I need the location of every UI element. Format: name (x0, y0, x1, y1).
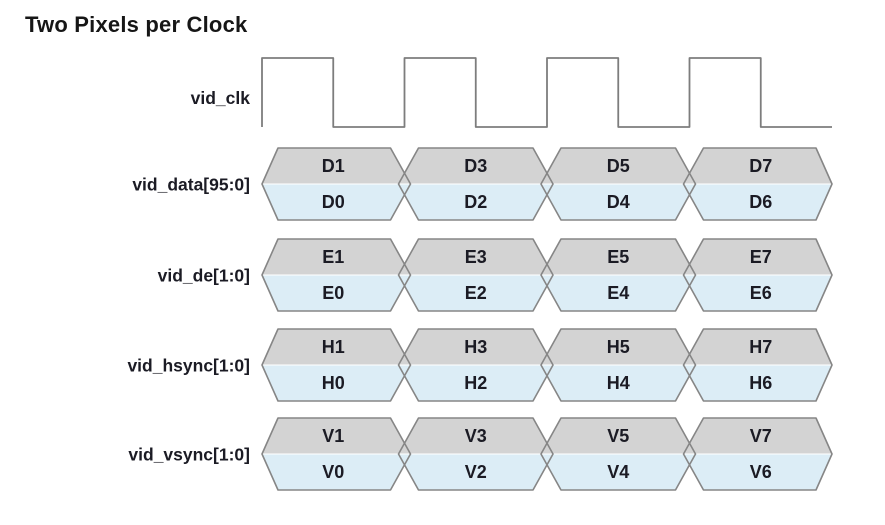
bus-cell-outline (540, 417, 697, 491)
bus-value-top: D7 (749, 156, 772, 176)
bus-cell-outline (261, 147, 412, 221)
bus-value-bottom: E6 (750, 283, 772, 303)
bus-cell-outline (682, 328, 833, 402)
bus-value-bottom: D6 (749, 192, 772, 212)
bus-value-bottom: E4 (607, 283, 629, 303)
bus-cell-outline (261, 417, 412, 491)
bus-cell-top-lane (398, 329, 553, 365)
bus-cell-top-lane (541, 239, 696, 275)
clock-waveform (261, 57, 832, 128)
bus-cell-top-lane (683, 329, 832, 365)
signal-label-bus: vid_hsync[1:0] (127, 356, 250, 376)
bus-cell-bottom-lane (262, 454, 411, 490)
bus-cell-top-lane (683, 148, 832, 184)
bus-cell-bottom-lane (541, 184, 696, 220)
bus-value-top: E7 (750, 247, 772, 267)
bus-cell-top-lane (541, 418, 696, 454)
bus-value-bottom: H0 (322, 373, 345, 393)
bus-cell-bottom-lane (262, 184, 411, 220)
bus-value-top: E1 (322, 247, 344, 267)
bus-cell-outline (682, 147, 833, 221)
bus-value-top: H3 (464, 337, 487, 357)
bus-cell-bottom-lane (398, 275, 553, 311)
bus-cell-bottom-lane (541, 454, 696, 490)
bus-value-bottom: D0 (322, 192, 345, 212)
bus-value-top: H5 (607, 337, 630, 357)
bus-value-bottom: E2 (465, 283, 487, 303)
bus-cell-outline (540, 147, 697, 221)
bus-cell-top-lane (398, 418, 553, 454)
bus-value-bottom: H4 (607, 373, 630, 393)
figure-title: Two Pixels per Clock (25, 12, 248, 37)
bus-cell-bottom-lane (262, 365, 411, 401)
bus-cell-top-lane (398, 239, 553, 275)
bus-value-top: E5 (607, 247, 629, 267)
bus-value-top: D1 (322, 156, 345, 176)
bus-cell-bottom-lane (683, 365, 832, 401)
bus-cell-outline (397, 147, 554, 221)
bus-value-top: D5 (607, 156, 630, 176)
bus-value-bottom: D4 (607, 192, 630, 212)
bus-cell-outline (261, 238, 412, 312)
bus-value-top: H1 (322, 337, 345, 357)
bus-value-bottom: H2 (464, 373, 487, 393)
signal-label-bus: vid_vsync[1:0] (128, 445, 250, 465)
bus-value-top: V5 (607, 426, 629, 446)
bus-cell-bottom-lane (262, 275, 411, 311)
bus-cell-top-lane (541, 329, 696, 365)
bus-cell-outline (540, 238, 697, 312)
bus-value-bottom: V4 (607, 462, 629, 482)
bus-value-bottom: D2 (464, 192, 487, 212)
bus-value-bottom: H6 (749, 373, 772, 393)
bus-cell-bottom-lane (398, 454, 553, 490)
bus-value-top: V3 (465, 426, 487, 446)
bus-value-bottom: E0 (322, 283, 344, 303)
bus-cell-outline (397, 328, 554, 402)
bus-cell-bottom-lane (683, 184, 832, 220)
bus-cell-outline (261, 328, 412, 402)
bus-cell-outline (540, 328, 697, 402)
signal-label-bus: vid_de[1:0] (158, 266, 250, 286)
bus-value-top: H7 (749, 337, 772, 357)
bus-value-top: D3 (464, 156, 487, 176)
bus-cell-top-lane (683, 239, 832, 275)
bus-cell-top-lane (683, 418, 832, 454)
bus-cell-top-lane (541, 148, 696, 184)
bus-cell-outline (397, 238, 554, 312)
signal-label-clock: vid_clk (191, 88, 251, 108)
bus-value-top: E3 (465, 247, 487, 267)
bus-cell-top-lane (262, 329, 411, 365)
bus-value-top: V1 (322, 426, 344, 446)
bus-cell-bottom-lane (398, 184, 553, 220)
bus-value-bottom: V0 (322, 462, 344, 482)
bus-cell-bottom-lane (683, 275, 832, 311)
bus-value-top: V7 (750, 426, 772, 446)
bus-cell-top-lane (398, 148, 553, 184)
bus-value-bottom: V6 (750, 462, 772, 482)
signal-label-bus: vid_data[95:0] (132, 175, 250, 195)
bus-cell-top-lane (262, 239, 411, 275)
bus-cell-bottom-lane (398, 365, 553, 401)
bus-cell-top-lane (262, 418, 411, 454)
bus-cell-outline (397, 417, 554, 491)
bus-cell-outline (682, 417, 833, 491)
bus-cell-top-lane (262, 148, 411, 184)
bus-cell-bottom-lane (541, 275, 696, 311)
bus-cell-bottom-lane (683, 454, 832, 490)
bus-cell-bottom-lane (541, 365, 696, 401)
bus-value-bottom: V2 (465, 462, 487, 482)
bus-cell-outline (682, 238, 833, 312)
